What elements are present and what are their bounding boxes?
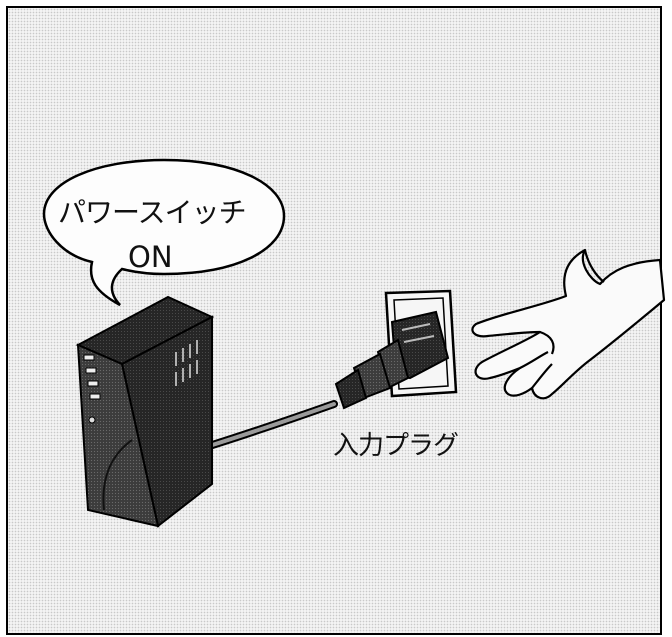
- power-cable: [202, 400, 338, 451]
- input-plug: [334, 310, 450, 410]
- input-plug-label: 入力プラグ: [333, 431, 459, 461]
- speech-bubble: [42, 158, 286, 307]
- power-switch-indicators: [83, 354, 101, 424]
- vent-slots: [175, 340, 198, 386]
- hand: [471, 248, 666, 400]
- bubble-line-on: ON: [128, 240, 173, 274]
- ups-device: [75, 295, 215, 528]
- bubble-line-power-switch: パワースイッチ: [58, 196, 247, 229]
